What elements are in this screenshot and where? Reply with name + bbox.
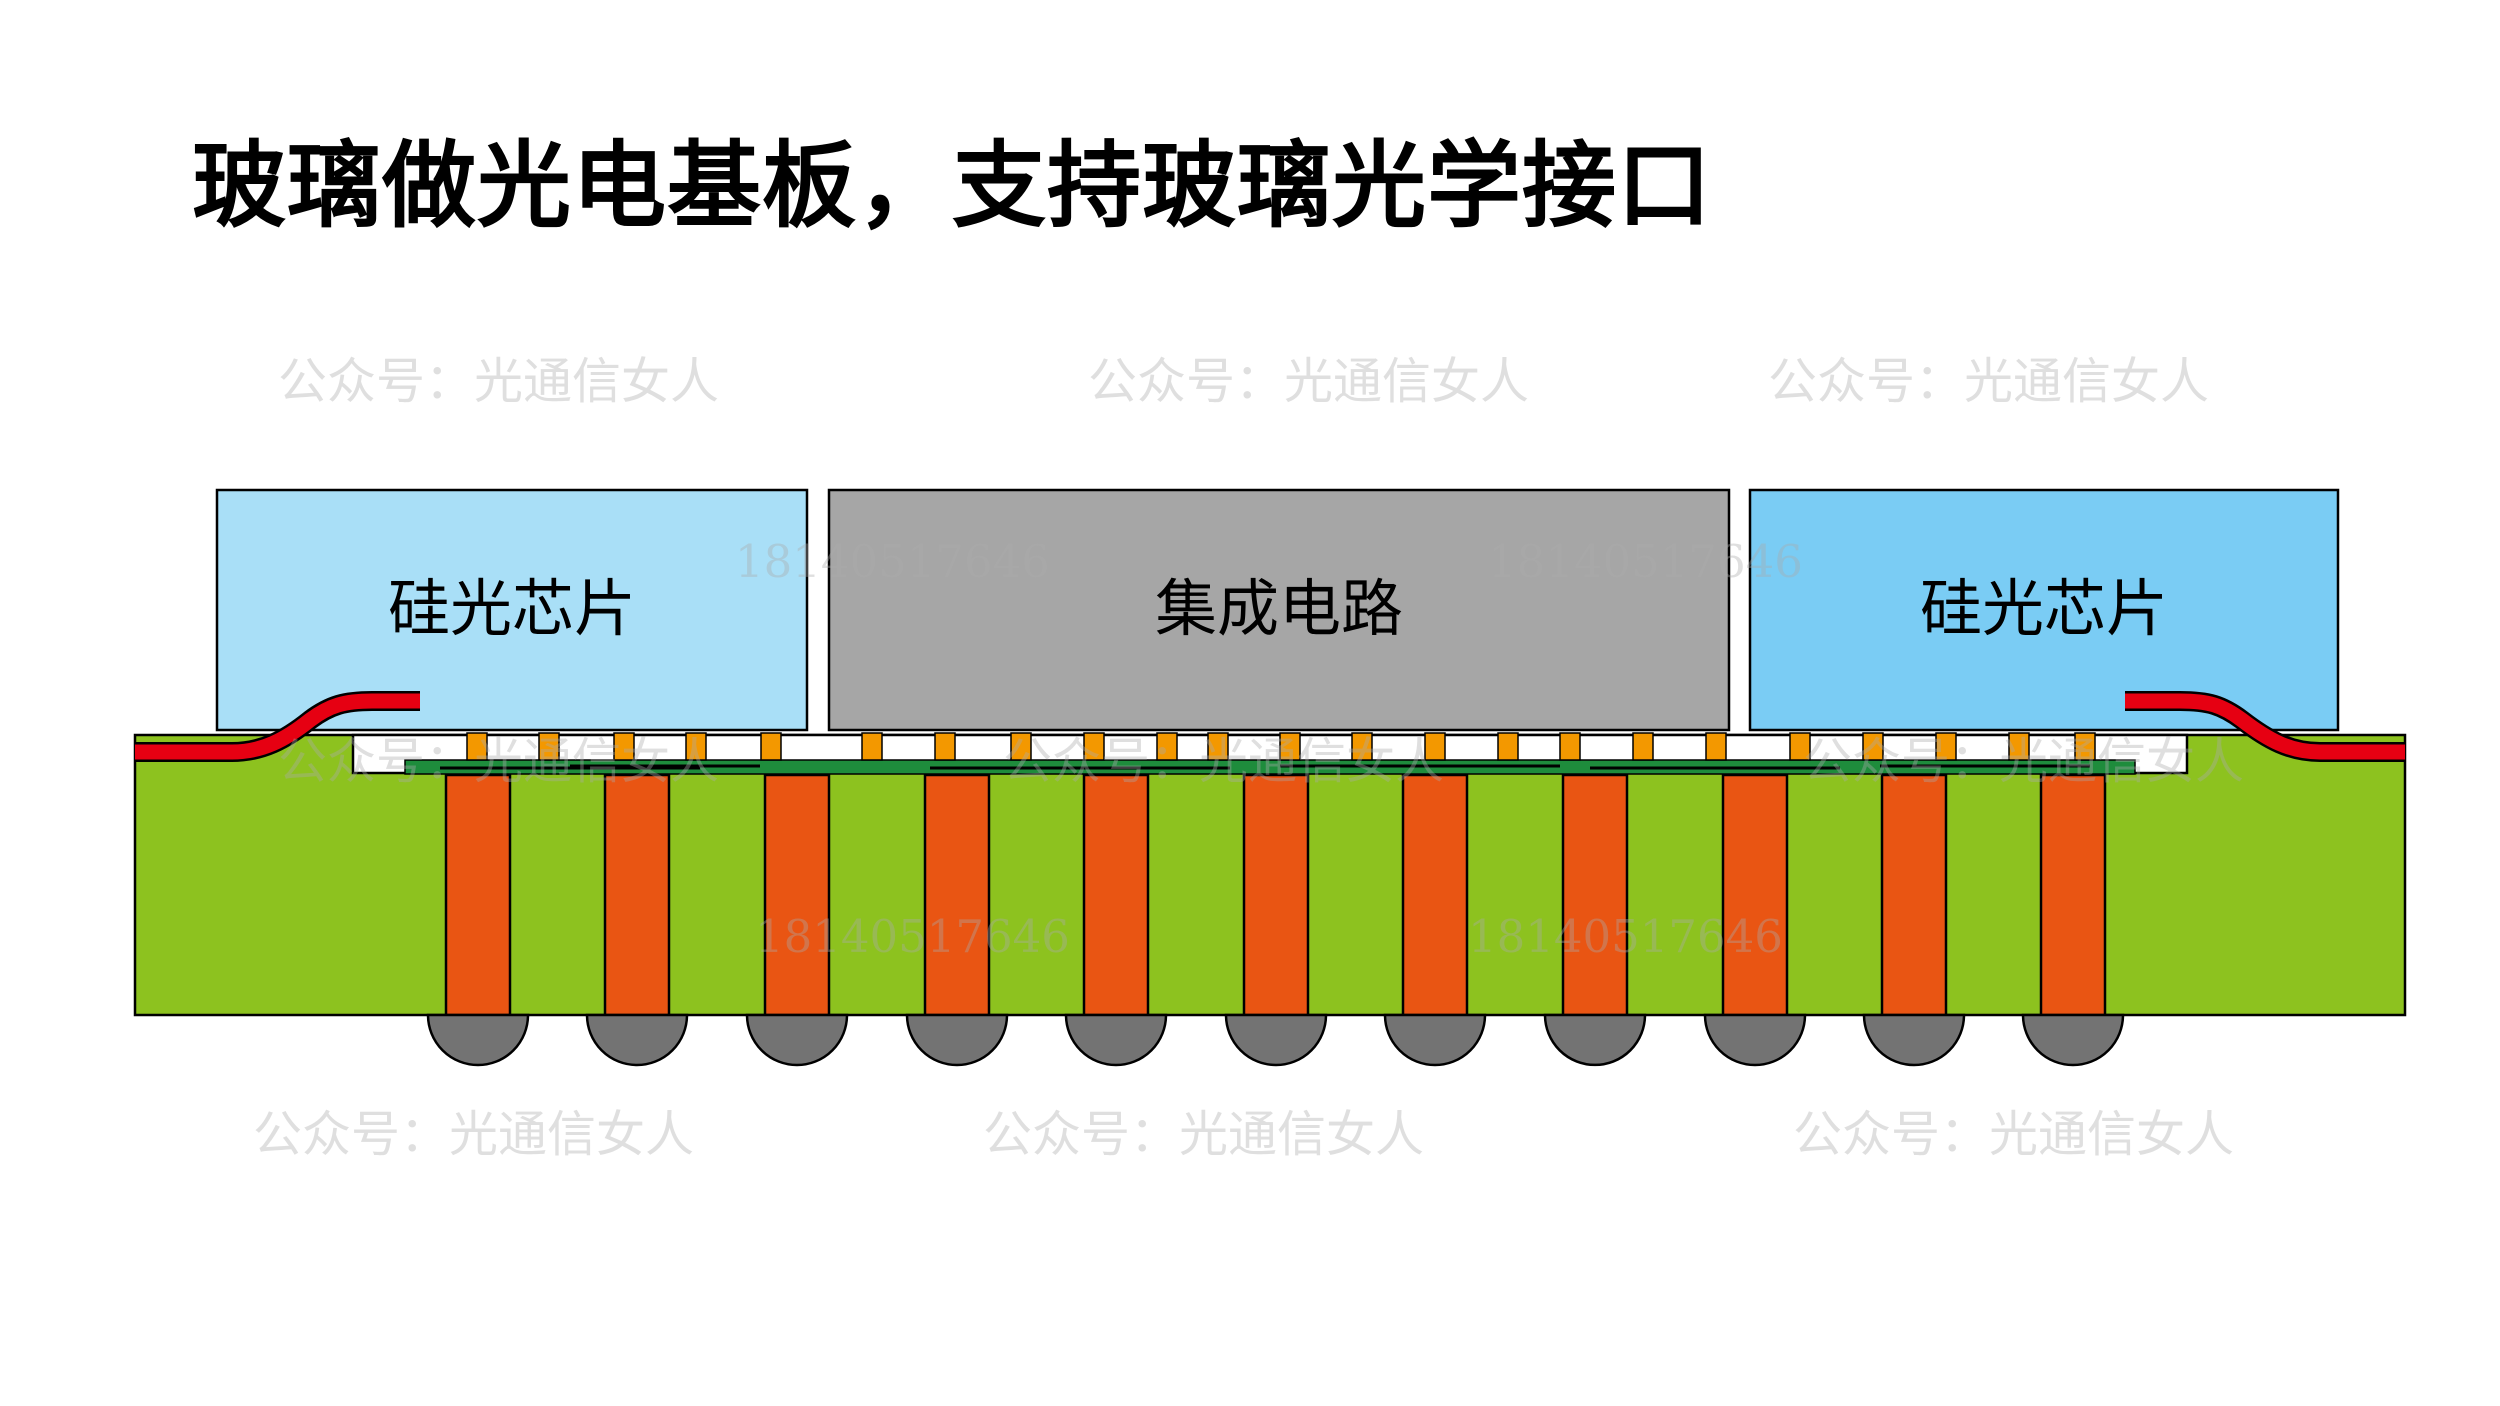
micro-bump <box>466 732 488 761</box>
via <box>2039 773 2107 1017</box>
watermark-phone: 18140517646 <box>1468 910 1783 963</box>
via <box>1082 773 1150 1017</box>
solder-ball <box>426 1013 530 1067</box>
micro-bump <box>1632 732 1654 761</box>
via <box>603 773 671 1017</box>
micro-bump <box>1497 732 1519 761</box>
rdl-traces <box>440 764 2090 770</box>
chip-left-label: 硅光芯片 <box>388 572 636 645</box>
solder-ball <box>1862 1013 1966 1067</box>
chip-right-label: 硅光芯片 <box>1920 572 2168 645</box>
micro-bump <box>1156 732 1178 761</box>
watermark-account: 公众号：光通信女人 <box>253 1106 695 1163</box>
micro-bump <box>1279 732 1301 761</box>
watermark-account: 公众号：光通信女人 <box>983 1106 1425 1163</box>
micro-bump <box>1207 732 1229 761</box>
via <box>1880 773 1948 1017</box>
micro-bump <box>1083 732 1105 761</box>
micro-bump <box>1705 732 1727 761</box>
solder-ball <box>1224 1013 1328 1067</box>
micro-bumps <box>466 732 2096 761</box>
watermark-account: 公众号：光通信女人 <box>1088 353 1530 410</box>
page-title: 玻璃做光电基板，支持玻璃光学接口 <box>192 132 1713 241</box>
via <box>763 773 831 1017</box>
solder-ball <box>585 1013 689 1067</box>
solder-ball <box>2021 1013 2125 1067</box>
micro-bump <box>1010 732 1032 761</box>
integrated-circuit-chip <box>827 488 1731 732</box>
through-glass-vias <box>444 773 2107 1017</box>
solder-ball <box>1064 1013 1168 1067</box>
micro-bump <box>1789 732 1811 761</box>
silicon-photonic-chip-right <box>1748 488 2340 732</box>
watermark-account: 公众号：光通信女人 <box>1003 733 1445 790</box>
via <box>923 773 991 1017</box>
watermark-account: 公众号：光通信女人 <box>278 733 720 790</box>
via <box>1401 773 1469 1017</box>
micro-bump <box>538 732 560 761</box>
optical-waveguide-left-core <box>135 693 420 760</box>
micro-bump <box>1935 732 1957 761</box>
watermark-phone: 18140517646 <box>1488 535 1803 588</box>
via <box>1561 773 1629 1017</box>
solder-balls <box>426 1013 2125 1067</box>
micro-bump <box>934 732 956 761</box>
micro-bump <box>613 732 635 761</box>
micro-bump <box>1351 732 1373 761</box>
solder-ball <box>905 1013 1009 1067</box>
ic-label: 集成电路 <box>1155 572 1403 645</box>
silicon-photonic-chip-left <box>215 488 809 732</box>
watermark-account: 公众号：光通信女人 <box>1768 353 2210 410</box>
watermark-phone: 18140517646 <box>755 910 1070 963</box>
watermark-phone: 18140517646 <box>735 535 1050 588</box>
watermark-account: 公众号：光通信女人 <box>1793 1106 2235 1163</box>
via <box>444 773 512 1017</box>
micro-bump <box>1559 732 1581 761</box>
optical-waveguide-right-core <box>2125 693 2405 760</box>
via <box>1242 773 1310 1017</box>
micro-bump <box>685 732 707 761</box>
watermark-account: 公众号：光通信女人 <box>278 353 720 410</box>
solder-ball <box>1383 1013 1487 1067</box>
micro-bump <box>2008 732 2030 761</box>
solder-ball <box>1543 1013 1647 1067</box>
watermark-account: 公众号：光通信女人 <box>1803 733 2245 790</box>
solder-ball <box>745 1013 849 1067</box>
solder-ball <box>1703 1013 1807 1067</box>
micro-bump <box>1424 732 1446 761</box>
micro-bump <box>861 732 883 761</box>
micro-bump <box>760 732 782 761</box>
micro-bump <box>2074 732 2096 761</box>
micro-bump <box>1862 732 1884 761</box>
rdl-layer <box>404 759 2136 775</box>
via <box>1721 773 1789 1017</box>
